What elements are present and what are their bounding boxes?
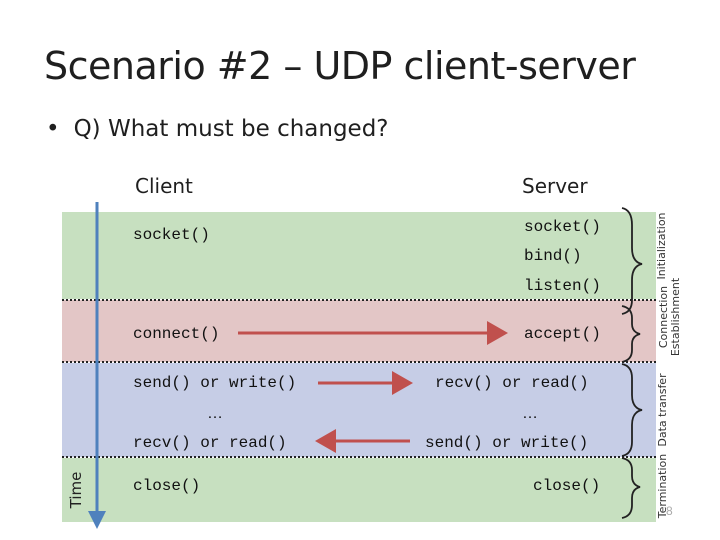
server-socket-call: socket(): [524, 218, 601, 236]
data-transfer-brace: [621, 363, 643, 457]
termination-brace: [621, 457, 641, 519]
server-send-call: send() or write(): [425, 434, 589, 452]
server-accept-call: accept(): [524, 325, 601, 343]
phase-data-transfer-label: Data transfer: [656, 373, 669, 447]
initialization-brace: [621, 207, 643, 315]
phase-divider: [62, 456, 656, 458]
slide-title: Scenario #2 – UDP client-server: [44, 44, 636, 88]
client-column-header: Client: [135, 174, 193, 198]
client-ellipsis: …: [207, 405, 223, 422]
initialization-band: [62, 212, 656, 299]
client-recv-call: recv() or read(): [133, 434, 287, 452]
client-send-call: send() or write(): [133, 374, 297, 392]
time-axis-label: Time: [67, 471, 85, 509]
phase-divider: [62, 361, 656, 363]
server-listen-call: listen(): [524, 277, 601, 295]
phase-divider: [62, 299, 656, 301]
client-close-call: close(): [133, 477, 201, 495]
client-connect-call: connect(): [133, 325, 220, 343]
termination-band: [62, 458, 656, 522]
connection-brace: [621, 305, 641, 363]
bullet-question: • Q) What must be changed?: [46, 116, 389, 142]
server-recv-call: recv() or read(): [435, 374, 589, 392]
server-ellipsis: …: [522, 405, 538, 422]
phase-connection-line2: Establishment: [669, 277, 682, 357]
bullet-text: Q) What must be changed?: [73, 116, 389, 142]
server-bind-call: bind(): [524, 247, 582, 265]
server-close-call: close(): [533, 477, 601, 495]
bullet-marker: •: [46, 116, 60, 142]
client-socket-call: socket(): [133, 226, 210, 244]
server-column-header: Server: [522, 174, 588, 198]
page-number: 8: [666, 504, 673, 518]
phase-initialization-label: Initialization: [655, 212, 668, 280]
connection-band: [62, 300, 656, 362]
